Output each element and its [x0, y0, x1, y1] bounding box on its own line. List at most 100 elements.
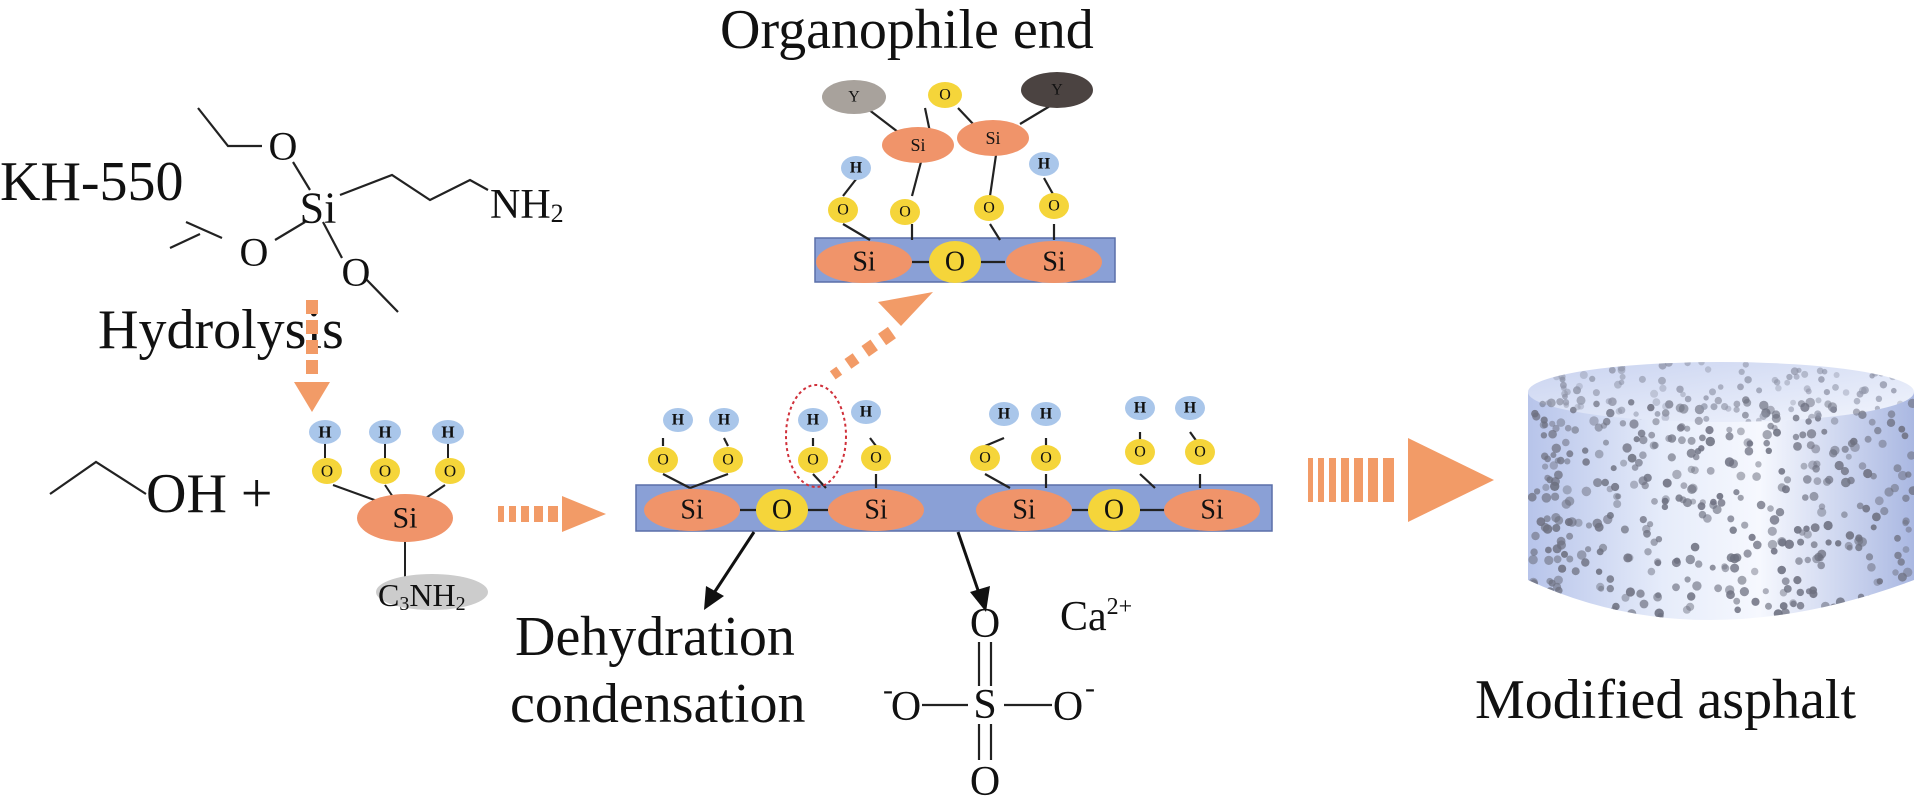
sulfate-o-top: O — [970, 601, 1000, 647]
asphalt-particle — [1841, 511, 1848, 518]
svg-text:H: H — [860, 404, 873, 421]
asphalt-particle — [1860, 596, 1867, 603]
asphalt-particle — [1706, 467, 1715, 475]
asphalt-particle — [1726, 590, 1735, 600]
asphalt-particle — [1564, 424, 1572, 432]
asphalt-particle — [1545, 587, 1555, 597]
asphalt-particle — [1790, 600, 1797, 608]
asphalt-particle — [1542, 463, 1549, 470]
kh550-label: KH-550 — [0, 151, 184, 213]
asphalt-particle — [1531, 531, 1540, 541]
asphalt-particle — [1629, 419, 1639, 429]
asphalt-particle — [1627, 609, 1637, 619]
asphalt-particle — [1680, 482, 1688, 489]
asphalt-particle — [1553, 555, 1562, 564]
asphalt-surface-particle — [1684, 395, 1692, 403]
asphalt-particle — [1733, 406, 1740, 413]
asphalt-particle — [1661, 495, 1670, 504]
modified-asphalt-label: Modified asphalt — [1475, 669, 1856, 731]
asphalt-particle — [1642, 524, 1651, 534]
asphalt-particle — [1690, 542, 1700, 552]
asphalt-surface-particle — [1654, 411, 1661, 417]
asphalt-particle — [1751, 567, 1759, 576]
asphalt-particle — [1695, 560, 1703, 568]
asphalt-particle — [1863, 468, 1873, 479]
asphalt-particle — [1556, 398, 1564, 406]
asphalt-particle — [1752, 472, 1761, 481]
asphalt-surface-particle — [1829, 406, 1837, 413]
asphalt-particle — [1826, 614, 1834, 620]
asphalt-particle — [1694, 448, 1702, 455]
asphalt-surface-particle — [1823, 389, 1830, 396]
asphalt-surface-particle — [1884, 364, 1893, 373]
silane-o-2 — [370, 458, 400, 484]
asphalt-surface-particle — [1638, 375, 1646, 383]
asphalt-particle — [1544, 455, 1551, 463]
asphalt-particle — [1856, 605, 1865, 614]
asphalt-surface-particle — [1710, 403, 1718, 411]
asphalt-particle — [1805, 418, 1812, 425]
asphalt-particle — [1880, 507, 1889, 516]
svg-text:O: O — [983, 200, 995, 217]
asphalt-particle — [1769, 515, 1780, 525]
asphalt-surface-particle — [1659, 384, 1667, 392]
asphalt-particle — [1541, 603, 1549, 611]
asphalt-surface-particle — [1579, 371, 1588, 379]
asphalt-particle — [1528, 555, 1538, 565]
asphalt-particle — [1893, 464, 1902, 473]
svg-text:H: H — [672, 412, 685, 429]
svg-text:H: H — [318, 423, 331, 442]
asphalt-particle — [1864, 435, 1872, 443]
svg-text:O: O — [321, 462, 333, 481]
asphalt-particle — [1710, 498, 1717, 506]
asphalt-particle — [1865, 553, 1874, 561]
silane-h-2 — [369, 420, 401, 444]
asphalt-particle — [1812, 465, 1820, 473]
asphalt-particle — [1813, 477, 1822, 485]
asphalt-particle — [1561, 550, 1568, 558]
asphalt-particle — [1825, 539, 1832, 546]
asphalt-surface-particle — [1756, 417, 1762, 422]
asphalt-particle — [1870, 524, 1877, 531]
asphalt-particle — [1792, 414, 1800, 422]
asphalt-particle — [1729, 526, 1737, 534]
asphalt-surface-particle — [1564, 388, 1571, 396]
asphalt-surface-particle — [1897, 372, 1906, 381]
asphalt-particle — [1835, 540, 1842, 547]
svg-text:O: O — [379, 462, 391, 481]
asphalt-particle — [1736, 471, 1746, 481]
asphalt-particle — [1806, 429, 1817, 439]
asphalt-particle — [1894, 534, 1901, 542]
asphalt-particle — [1552, 544, 1562, 554]
asphalt-particle — [1699, 434, 1706, 442]
asphalt-surface-particle — [1703, 415, 1710, 422]
asphalt-particle — [1661, 503, 1669, 511]
sulfate-o-right: O — [1053, 684, 1083, 730]
asphalt-particle — [1549, 461, 1559, 470]
asphalt-particle — [1576, 395, 1586, 405]
asphalt-particle — [1803, 525, 1810, 532]
asphalt-particle — [1655, 536, 1663, 543]
ethanol-chain — [49, 460, 147, 495]
asphalt-surface-particle — [1805, 388, 1812, 395]
asphalt-surface-particle — [1592, 389, 1600, 397]
asphalt-particle — [1553, 575, 1563, 585]
kh550-si: Si — [300, 184, 337, 233]
asphalt-particle — [1627, 453, 1637, 463]
asphalt-particle — [1833, 611, 1842, 620]
asphalt-particle — [1779, 588, 1788, 597]
asphalt-particle — [1876, 578, 1884, 585]
asphalt-particle — [1644, 548, 1652, 556]
asphalt-particle — [1548, 579, 1556, 587]
asphalt-particle — [1648, 431, 1656, 439]
kh550-o-top: O — [269, 124, 298, 169]
asphalt-particle — [1528, 492, 1537, 502]
asphalt-particle — [1636, 589, 1645, 598]
kh550-nh2: NH2 — [490, 182, 564, 228]
svg-text:Si: Si — [1200, 495, 1224, 526]
silane-h-3 — [432, 420, 464, 444]
asphalt-particle — [1805, 397, 1815, 408]
asphalt-particle — [1870, 472, 1877, 480]
asphalt-particle — [1606, 584, 1615, 593]
asphalt-particle — [1593, 400, 1600, 408]
